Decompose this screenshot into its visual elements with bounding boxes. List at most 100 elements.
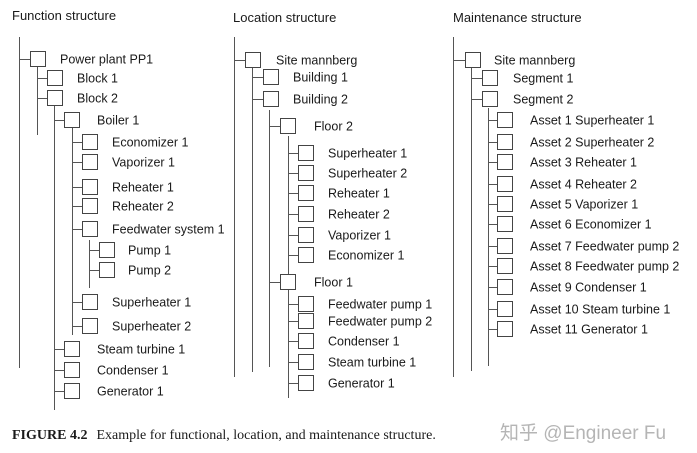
- maintenance-node-label[interactable]: Asset 9 Condenser 1: [530, 280, 647, 295]
- location-node-label[interactable]: Generator 1: [328, 376, 395, 391]
- location-node-label[interactable]: Vaporizer 1: [328, 228, 391, 243]
- maintenance-node-box[interactable]: [497, 154, 513, 170]
- function-node-label[interactable]: Pump 2: [128, 263, 172, 278]
- location-node-box[interactable]: [298, 313, 314, 329]
- location-node-label[interactable]: Site mannberg: [276, 53, 358, 68]
- function-node-box[interactable]: [64, 362, 80, 378]
- location-node-label[interactable]: Steam turbine 1: [328, 355, 417, 370]
- location-node-box[interactable]: [298, 206, 314, 222]
- location-node-label[interactable]: Feedwater pump 2: [328, 314, 433, 329]
- function-node-box[interactable]: [47, 90, 63, 106]
- maintenance-node-label[interactable]: Segment 1: [513, 71, 574, 86]
- maintenance-node-box[interactable]: [497, 196, 513, 212]
- function-branch-tick: [54, 120, 64, 121]
- location-node-box[interactable]: [298, 165, 314, 181]
- function-node-box[interactable]: [82, 221, 98, 237]
- maintenance-node-label[interactable]: Asset 11 Generator 1: [530, 322, 648, 337]
- function-node-label[interactable]: Pump 1: [128, 243, 172, 258]
- location-node-label[interactable]: Economizer 1: [328, 248, 405, 263]
- maintenance-node-box[interactable]: [482, 70, 498, 86]
- location-node-label[interactable]: Floor 2: [314, 119, 353, 134]
- location-branch-tick: [288, 304, 298, 305]
- function-node-label[interactable]: Reheater 1: [112, 180, 174, 195]
- location-node-box[interactable]: [263, 91, 279, 107]
- location-node-label[interactable]: Building 2: [293, 92, 348, 107]
- location-node-box[interactable]: [298, 333, 314, 349]
- maintenance-node-box[interactable]: [497, 301, 513, 317]
- maintenance-node-box[interactable]: [497, 238, 513, 254]
- maintenance-branch-tick: [471, 78, 482, 79]
- function-node-box[interactable]: [99, 262, 115, 278]
- function-node-box[interactable]: [82, 134, 98, 150]
- function-node-label[interactable]: Block 1: [77, 71, 118, 86]
- location-node-label[interactable]: Superheater 2: [328, 166, 408, 181]
- function-node-label[interactable]: Boiler 1: [97, 113, 140, 128]
- location-node-box[interactable]: [298, 247, 314, 263]
- maintenance-node-box[interactable]: [465, 52, 481, 68]
- maintenance-node-box[interactable]: [482, 91, 498, 107]
- function-node-box[interactable]: [82, 179, 98, 195]
- location-node-box[interactable]: [245, 52, 261, 68]
- maintenance-node-box[interactable]: [497, 134, 513, 150]
- maintenance-node-label[interactable]: Asset 4 Reheater 2: [530, 177, 638, 192]
- maintenance-node-box[interactable]: [497, 321, 513, 337]
- function-node-label[interactable]: Generator 1: [97, 384, 164, 399]
- maintenance-node-label[interactable]: Asset 5 Vaporizer 1: [530, 197, 639, 212]
- function-node-label[interactable]: Steam turbine 1: [97, 342, 186, 357]
- function-node-label[interactable]: Power plant PP1: [60, 52, 154, 67]
- maintenance-node-label[interactable]: Asset 10 Steam turbine 1: [530, 302, 671, 317]
- function-node-label[interactable]: Vaporizer 1: [112, 155, 175, 170]
- location-node-label[interactable]: Building 1: [293, 70, 348, 85]
- location-node-box[interactable]: [263, 69, 279, 85]
- maintenance-node-label[interactable]: Segment 2: [513, 92, 574, 107]
- function-node-box[interactable]: [30, 51, 46, 67]
- function-node-label[interactable]: Feedwater system 1: [112, 222, 225, 237]
- maintenance-node-label[interactable]: Asset 1 Superheater 1: [530, 113, 655, 128]
- location-node-box[interactable]: [280, 118, 296, 134]
- location-node-box[interactable]: [298, 145, 314, 161]
- function-node-label[interactable]: Economizer 1: [112, 135, 189, 150]
- function-node-box[interactable]: [99, 242, 115, 258]
- maintenance-node-box[interactable]: [497, 279, 513, 295]
- maintenance-node-box[interactable]: [497, 176, 513, 192]
- maintenance-node-label[interactable]: Asset 8 Feedwater pump 2: [530, 259, 680, 274]
- location-branch-tick: [252, 77, 263, 78]
- function-node-box[interactable]: [47, 70, 63, 86]
- location-node-box[interactable]: [298, 185, 314, 201]
- maintenance-node-label[interactable]: Asset 2 Superheater 2: [530, 135, 655, 150]
- location-node-box[interactable]: [298, 375, 314, 391]
- function-branch-tick: [89, 250, 99, 251]
- function-node-label[interactable]: Condenser 1: [97, 363, 169, 378]
- function-node-label[interactable]: Superheater 1: [112, 295, 192, 310]
- maintenance-node-label[interactable]: Site mannberg: [494, 53, 576, 68]
- function-node-box[interactable]: [64, 341, 80, 357]
- function-node-label[interactable]: Reheater 2: [112, 199, 174, 214]
- maintenance-node-box[interactable]: [497, 216, 513, 232]
- location-node-label[interactable]: Superheater 1: [328, 146, 408, 161]
- location-node-box[interactable]: [280, 274, 296, 290]
- maintenance-branch-tick: [488, 329, 497, 330]
- location-node-label[interactable]: Reheater 1: [328, 186, 390, 201]
- function-node-box[interactable]: [64, 383, 80, 399]
- location-node-box[interactable]: [298, 296, 314, 312]
- location-node-label[interactable]: Reheater 2: [328, 207, 390, 222]
- function-connector-line: [54, 106, 55, 410]
- maintenance-node-label[interactable]: Asset 7 Feedwater pump 2: [530, 239, 680, 254]
- maintenance-node-box[interactable]: [497, 258, 513, 274]
- function-node-label[interactable]: Superheater 2: [112, 319, 192, 334]
- maintenance-node-box[interactable]: [497, 112, 513, 128]
- maintenance-node-label[interactable]: Asset 3 Reheater 1: [530, 155, 638, 170]
- function-node-box[interactable]: [64, 112, 80, 128]
- location-branch-tick: [288, 153, 298, 154]
- function-node-box[interactable]: [82, 294, 98, 310]
- location-node-label[interactable]: Feedwater pump 1: [328, 297, 433, 312]
- function-node-box[interactable]: [82, 198, 98, 214]
- function-node-box[interactable]: [82, 318, 98, 334]
- location-node-box[interactable]: [298, 354, 314, 370]
- location-node-label[interactable]: Condenser 1: [328, 334, 400, 349]
- function-node-box[interactable]: [82, 154, 98, 170]
- function-node-label[interactable]: Block 2: [77, 91, 118, 106]
- location-node-box[interactable]: [298, 227, 314, 243]
- maintenance-node-label[interactable]: Asset 6 Economizer 1: [530, 217, 652, 232]
- location-node-label[interactable]: Floor 1: [314, 275, 353, 290]
